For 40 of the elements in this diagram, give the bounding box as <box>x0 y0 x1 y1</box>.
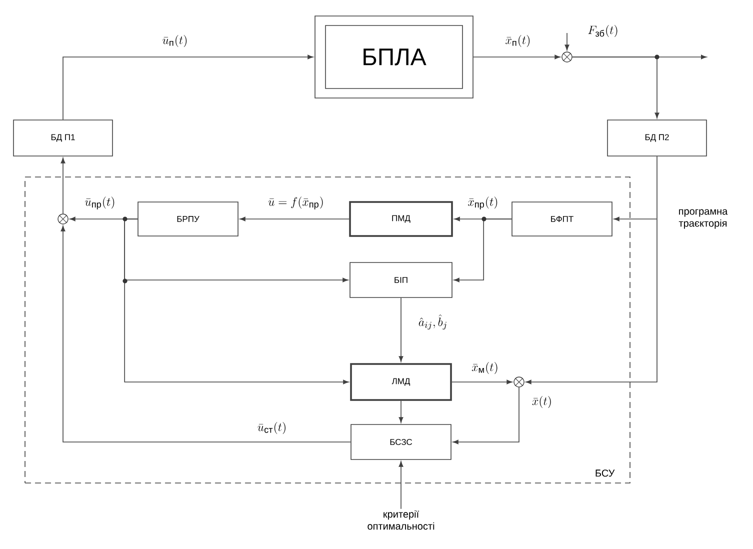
edge-label: $\bar{u}_{\text{ст}}(t)$ <box>258 422 286 434</box>
edge-label: $F_{\text{зб}}(t)$ <box>588 25 618 37</box>
edge-label: $\bar{x}(t)$ <box>532 396 551 408</box>
arrow <box>60 158 66 214</box>
arrow <box>60 226 351 442</box>
arrow <box>398 298 404 362</box>
edge-label: $\bar{u}_{\text{п}}(t)$ <box>162 35 187 47</box>
arrow <box>454 218 512 282</box>
process-box: БРПУ <box>138 202 238 236</box>
arrow <box>398 400 404 423</box>
input-text: програмна траєкторія <box>678 209 728 229</box>
edge-label: $\bar{u}_{\text{пр}}(t)$ <box>85 196 114 210</box>
arrow <box>564 32 570 50</box>
arrow <box>473 54 560 60</box>
arrow <box>572 56 660 118</box>
arrow <box>614 216 657 222</box>
process-box: БД П1 <box>13 120 113 156</box>
model-box: ПМД <box>349 201 453 237</box>
edge-label: $\bar{x}_{\text{п}}(t)$ <box>506 35 530 47</box>
arrow <box>398 461 404 510</box>
input-text: критерії оптимальності <box>368 510 434 530</box>
process-box: БІП <box>350 262 452 298</box>
arrow <box>452 380 512 384</box>
arrow <box>452 386 520 444</box>
edge-label: $\bar{x}_{\text{м}}(t)$ <box>472 362 498 374</box>
edge-label: $\hat{a}_{ij}, \hat{b}_j$ <box>418 314 446 330</box>
arrow <box>240 216 350 222</box>
process-box: БФПТ <box>512 202 612 236</box>
summing-junction <box>514 376 524 388</box>
summing-junction <box>58 214 68 224</box>
model-box: ЛМД <box>350 363 452 401</box>
edge-label: $\bar{u} = f(\bar{x}_{\text{пр}})$ <box>268 196 323 210</box>
summing-junction <box>562 52 572 62</box>
arrow <box>526 156 658 384</box>
arrow <box>62 54 314 120</box>
uav-block: БПЛА <box>314 16 474 98</box>
arrow <box>124 218 349 384</box>
process-box: БСЗС <box>350 424 452 460</box>
edge-label: $\bar{x}_{\text{пр}}(t)$ <box>468 196 498 210</box>
process-box: БД П2 <box>607 120 707 156</box>
